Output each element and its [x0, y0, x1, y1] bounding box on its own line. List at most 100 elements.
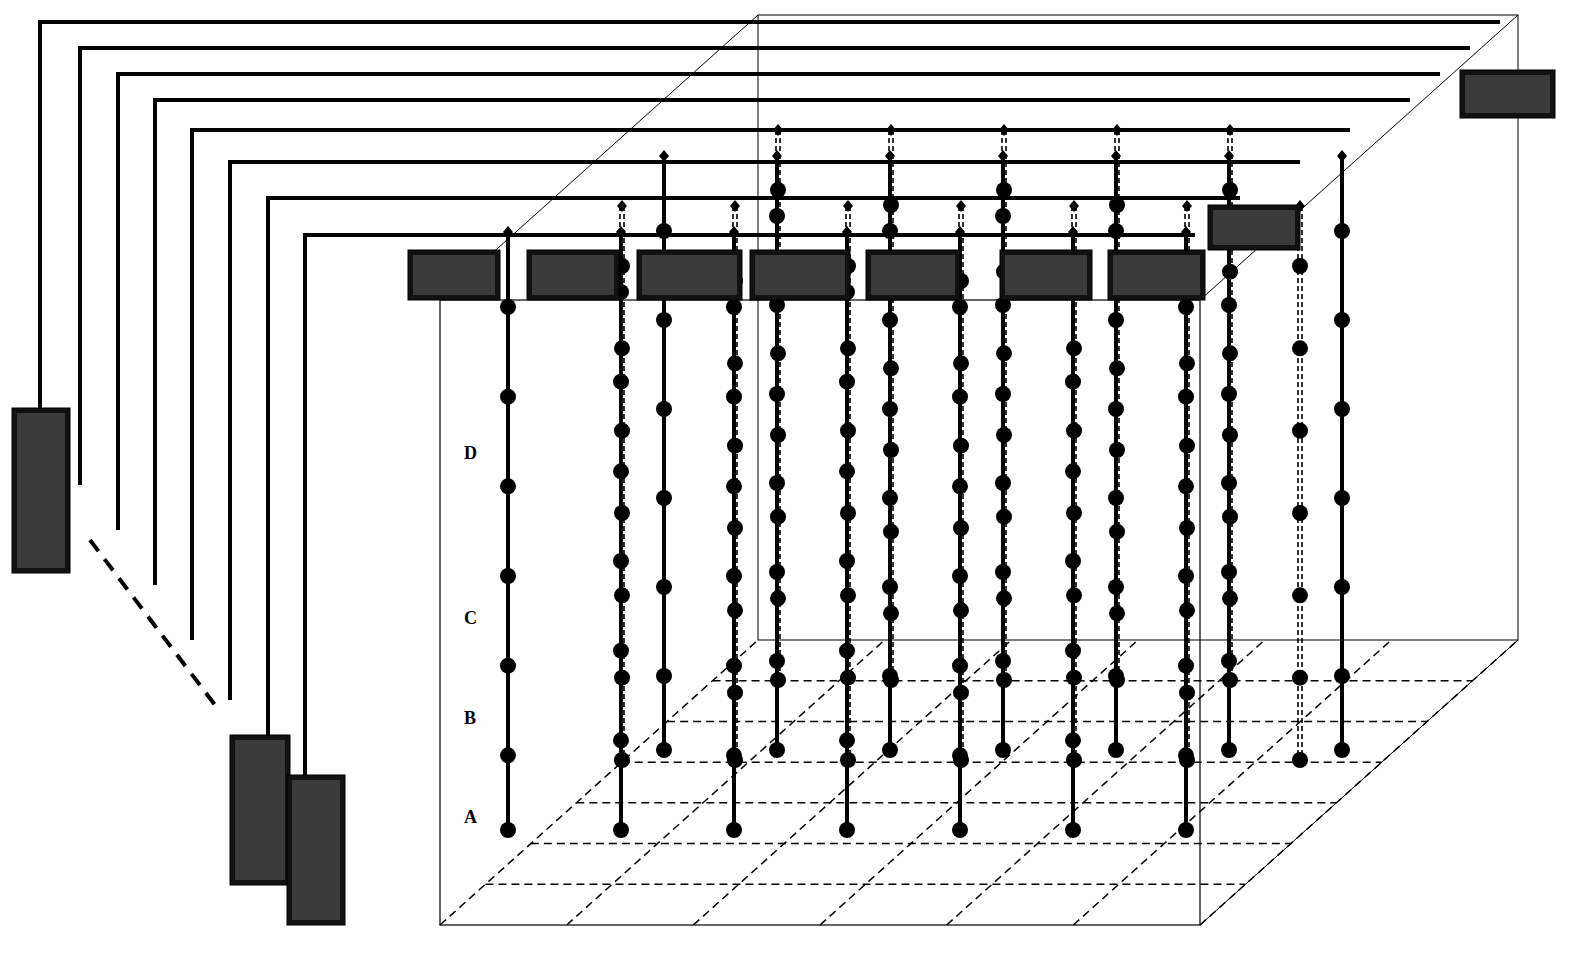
acquisition-unit [750, 250, 850, 300]
sensor-node [882, 490, 898, 506]
ellipsis-dash [90, 540, 215, 705]
sensor-node [839, 374, 855, 390]
sensor-node [1178, 299, 1194, 315]
sensor-node [726, 658, 742, 674]
sensor-node [656, 742, 672, 758]
unit-face [1113, 255, 1200, 295]
string-head [617, 200, 627, 212]
floor-grid-line [440, 640, 758, 925]
unit-face [1213, 210, 1295, 245]
sensor-node [613, 822, 629, 838]
box-edge [1200, 640, 1518, 925]
cable [40, 22, 1500, 410]
sensor-node [1221, 475, 1237, 491]
sensor-node [1334, 223, 1350, 239]
sensor-node [1065, 463, 1081, 479]
unit-face [642, 255, 737, 295]
sensor-node [995, 653, 1011, 669]
sensor-node [1108, 312, 1124, 328]
sensor-node [769, 386, 785, 402]
acquisition-unit [12, 408, 70, 573]
sensor-node [1334, 579, 1350, 595]
cable [118, 74, 1440, 530]
unit-face [235, 740, 285, 880]
string-head [1069, 200, 1079, 212]
floor-grid-line [1200, 640, 1518, 925]
unit-face [871, 255, 955, 295]
unit-face [413, 255, 495, 295]
sensor-string [888, 156, 892, 750]
unit-face [17, 413, 65, 568]
acquisition-unit [1208, 205, 1300, 250]
sensor-node [952, 822, 968, 838]
depth-label: A [462, 808, 479, 828]
sensor-node [726, 389, 742, 405]
sensor-node [839, 732, 855, 748]
sensor-node [1334, 401, 1350, 417]
sensor-node [1178, 658, 1194, 674]
sensor-node [500, 299, 516, 315]
sensor-string [662, 156, 666, 750]
depth-label: D [462, 444, 479, 464]
sensor-node [613, 643, 629, 659]
floor-grid-line [947, 640, 1265, 925]
acquisition-unit [1000, 250, 1092, 300]
sensor-node [839, 822, 855, 838]
unit-face [292, 780, 340, 920]
sensor-string [1114, 156, 1118, 750]
sensor-node [1178, 389, 1194, 405]
sensor-node [952, 478, 968, 494]
sensor-node [1221, 297, 1237, 313]
unit-face [532, 255, 614, 295]
sensor-node [882, 312, 898, 328]
sensor-node [656, 401, 672, 417]
depth-label: B [462, 709, 478, 729]
sensor-node [1292, 340, 1308, 356]
cable [305, 235, 1195, 775]
sensor-node [1292, 505, 1308, 521]
sensor-node [952, 389, 968, 405]
sensor-node [500, 822, 516, 838]
sensor-node [882, 579, 898, 595]
sensor-node [995, 742, 1011, 758]
sensor-node [1221, 653, 1237, 669]
acquisition-unit [408, 250, 500, 300]
sensor-string [1184, 232, 1188, 830]
sensor-node [613, 553, 629, 569]
sensor-node [726, 568, 742, 584]
sensor-node [1108, 668, 1124, 684]
unit-face [755, 255, 845, 295]
sensor-node [839, 643, 855, 659]
sensor-node [1108, 490, 1124, 506]
sensor-node [1334, 668, 1350, 684]
sensor-node [656, 490, 672, 506]
sensor-node [769, 742, 785, 758]
cable [155, 100, 1410, 585]
cable [192, 130, 1350, 640]
sensor-node [726, 478, 742, 494]
sensor-node [500, 747, 516, 763]
sensor-node [1292, 670, 1308, 686]
sensor-node [1221, 564, 1237, 580]
acquisition-unit [287, 775, 345, 925]
sensor-node [1178, 822, 1194, 838]
floor-grid-line [667, 721, 1427, 723]
sensor-node [613, 732, 629, 748]
sensor-node [656, 579, 672, 595]
box-front-face [440, 300, 1200, 925]
cable [268, 198, 1240, 735]
string-head [1182, 200, 1192, 212]
sensor-node [1292, 587, 1308, 603]
sensor-node [769, 564, 785, 580]
floor-grid-line [485, 884, 1245, 886]
sensor-node [726, 747, 742, 763]
sensor-node [769, 653, 785, 669]
sensor-string [1340, 156, 1344, 750]
sensor-node [656, 312, 672, 328]
sensor-node [839, 463, 855, 479]
acquisition-unit [1460, 70, 1555, 118]
sensor-node [995, 208, 1011, 224]
cable [80, 48, 1470, 485]
sensor-node [500, 478, 516, 494]
